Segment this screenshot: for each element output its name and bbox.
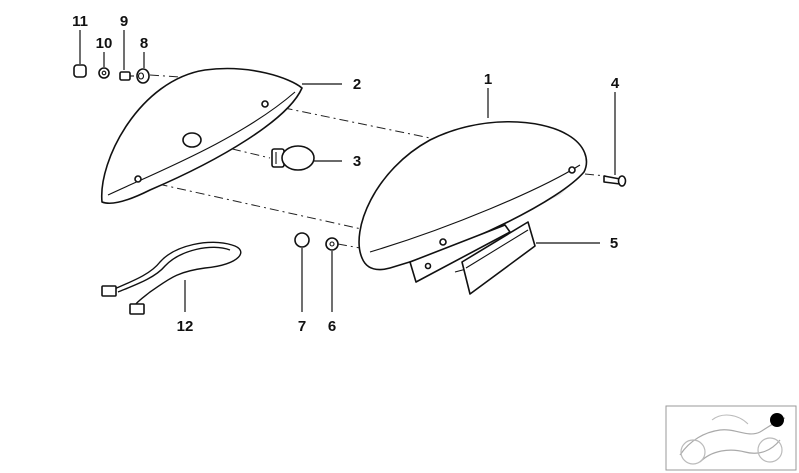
part-2-lens (101, 67, 303, 205)
callouts: 1 2 3 4 5 6 7 8 9 10 11 12 (72, 13, 620, 335)
part-7-nut (294, 232, 310, 248)
part-5-reflector (454, 221, 536, 295)
part-1-housing (358, 120, 588, 283)
motorcycle-thumbnail (665, 405, 797, 471)
callout-3: 3 (353, 153, 361, 170)
callout-1: 1 (484, 71, 492, 88)
part-12-wiring-harness (101, 241, 242, 315)
part-8-grommet (136, 68, 150, 84)
part-3-bulb (271, 145, 315, 171)
callout-12: 12 (177, 318, 194, 335)
leader-lines (79, 30, 616, 312)
callout-4: 4 (611, 75, 620, 92)
callout-9: 9 (120, 13, 128, 30)
part-10-washer (98, 67, 110, 79)
callout-11: 11 (72, 13, 88, 30)
part-11-nut (73, 64, 87, 78)
callout-8: 8 (140, 35, 148, 52)
callout-10: 10 (96, 35, 113, 52)
part-6-washer (325, 237, 339, 251)
part-9-screw (119, 71, 134, 81)
callout-5: 5 (610, 235, 618, 252)
part-4-screw (603, 175, 627, 187)
callout-2: 2 (353, 76, 361, 93)
callout-7: 7 (298, 318, 306, 335)
location-marker (770, 413, 784, 427)
callout-6: 6 (328, 318, 336, 335)
